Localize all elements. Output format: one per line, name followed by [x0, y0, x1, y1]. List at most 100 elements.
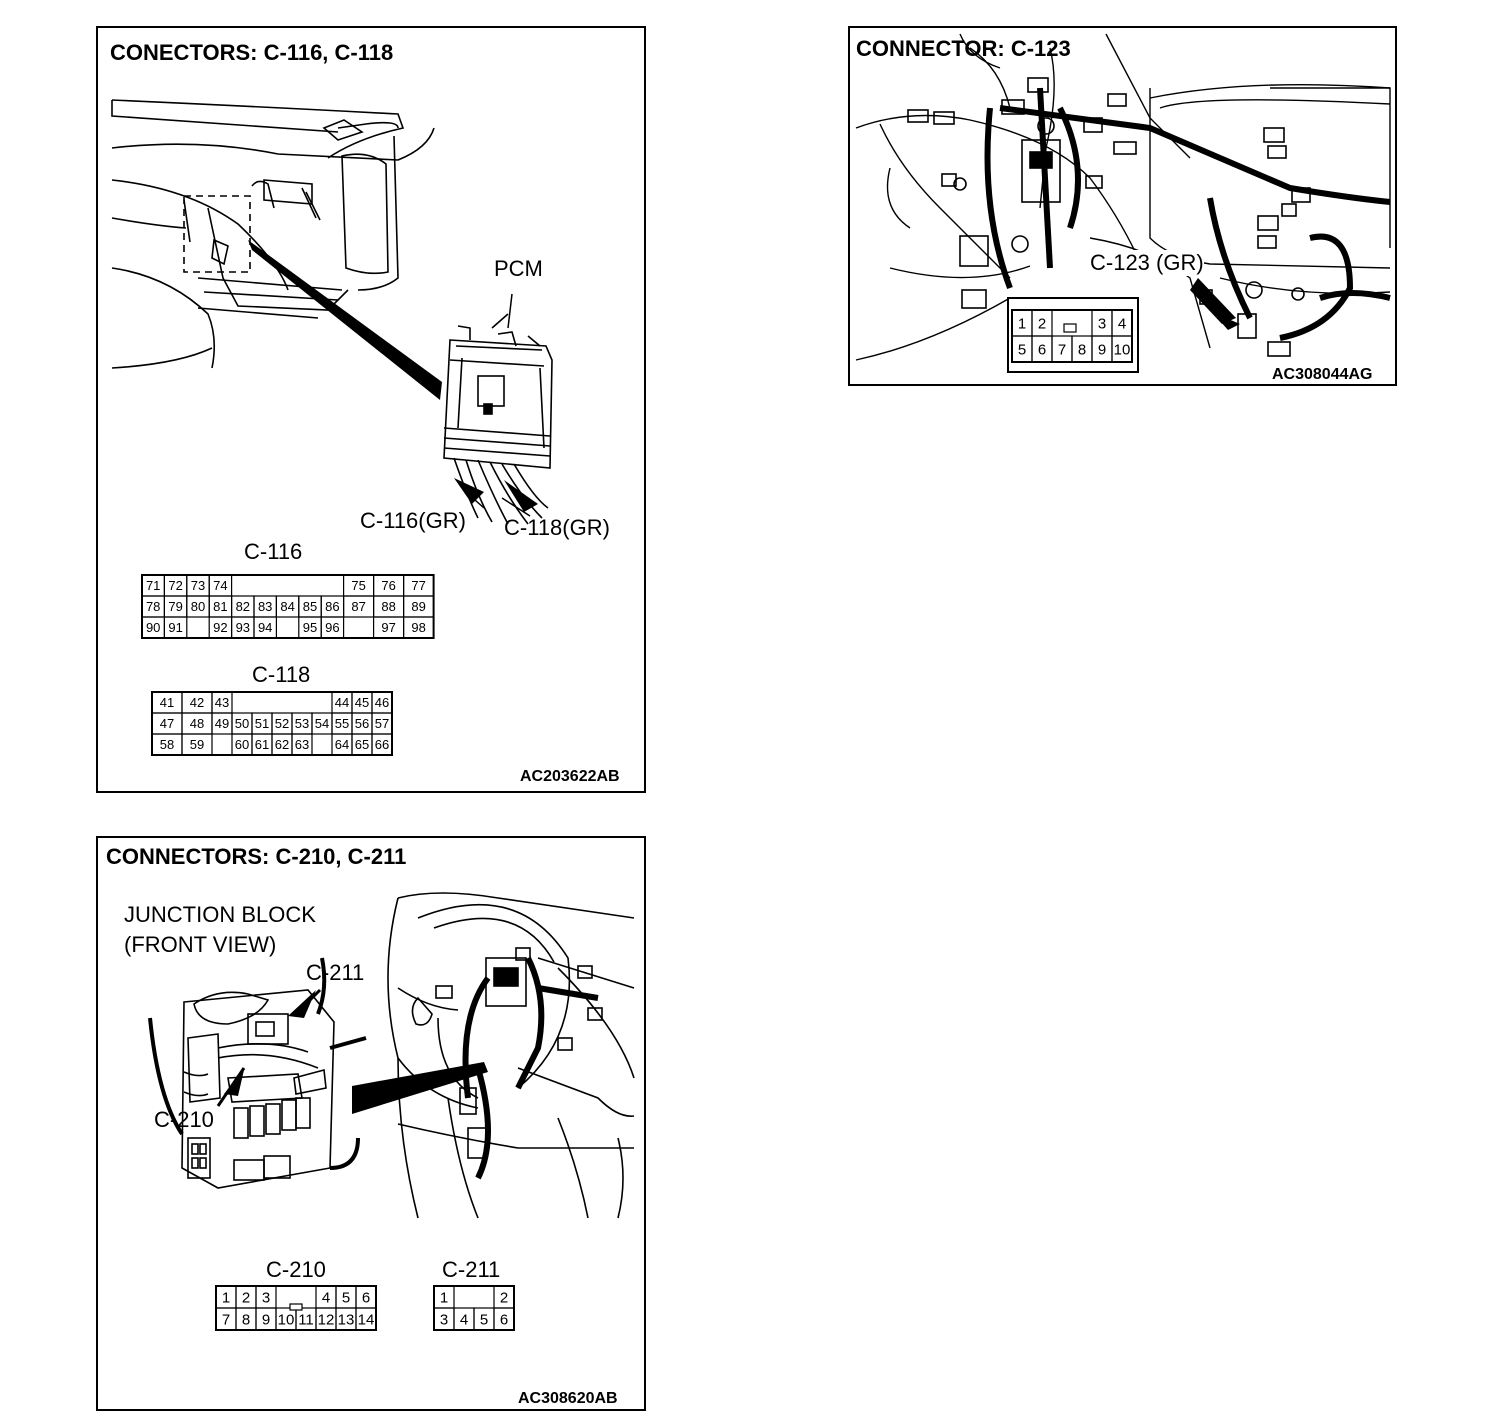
- c210-callout: C-210: [154, 1107, 214, 1132]
- pin-number: 86: [325, 599, 339, 614]
- pin-number: 10: [278, 1311, 295, 1328]
- pin-number: 81: [213, 599, 227, 614]
- panel-title: CONECTORS: C-116, C-118: [110, 40, 394, 65]
- pin-number: 78: [146, 599, 160, 614]
- pin-number: 3: [262, 1289, 270, 1306]
- pin-number: 43: [215, 695, 229, 710]
- pin-number: 79: [168, 599, 182, 614]
- pin-number: 42: [190, 695, 204, 710]
- pin-number: 2: [500, 1289, 508, 1306]
- pin-number: 41: [160, 695, 174, 710]
- c116-callout: C-116(GR): [360, 508, 466, 533]
- pin-number: 8: [242, 1311, 250, 1328]
- pin-number: 90: [146, 620, 160, 635]
- pin-cell: [291, 733, 313, 756]
- pin-number: 65: [355, 737, 369, 752]
- pin-number: 4: [322, 1289, 330, 1306]
- pin-number: 52: [275, 716, 289, 731]
- pin-number: 51: [255, 716, 269, 731]
- pin-number: 13: [338, 1311, 355, 1328]
- pcm-label: PCM: [494, 256, 543, 281]
- pin-number: 72: [168, 578, 182, 593]
- pin-number: 66: [375, 737, 389, 752]
- pin-number: 73: [191, 578, 205, 593]
- pin-number: 64: [335, 737, 349, 752]
- pin-number: 87: [351, 599, 365, 614]
- pin-number: 3: [440, 1311, 448, 1328]
- pin-cell: [181, 733, 213, 756]
- pin-number: 55: [335, 716, 349, 731]
- pin-number: 6: [1038, 341, 1046, 358]
- pin-number: 2: [1038, 315, 1046, 332]
- c211-callout: C-211: [306, 960, 365, 985]
- panel-title: CONNECTORS: C-210, C-211: [106, 844, 407, 869]
- pin-number: 48: [190, 716, 204, 731]
- pin-number: 83: [258, 599, 272, 614]
- pin-number: 10: [1114, 341, 1131, 358]
- pin-cell: [163, 616, 188, 639]
- pcm-location-illustration: [111, 99, 553, 525]
- pin-number: 7: [222, 1311, 230, 1328]
- c210-label: C-210: [266, 1257, 326, 1282]
- pin-number: 1: [222, 1289, 230, 1306]
- pin-number: 47: [160, 716, 174, 731]
- pin-number: 8: [1078, 341, 1086, 358]
- c118-callout: C-118(GR): [504, 515, 610, 540]
- pin-number: 71: [146, 578, 160, 593]
- pin-number: 60: [235, 737, 249, 752]
- pin-number: 94: [258, 620, 272, 635]
- pin-number: 12: [318, 1311, 335, 1328]
- pin-number: 88: [381, 599, 395, 614]
- figure-code: AC308620AB: [518, 1390, 618, 1407]
- panel-c123: CONNECTOR: C-123: [848, 26, 1397, 386]
- pin-number: 91: [168, 620, 182, 635]
- pin-number: 2: [242, 1289, 250, 1306]
- pin-number: 85: [303, 599, 317, 614]
- pin-number: 6: [500, 1311, 508, 1328]
- pin-number: 77: [411, 578, 425, 593]
- pin-cell: [403, 616, 435, 639]
- pin-number: 84: [280, 599, 294, 614]
- pin-number: 11: [298, 1311, 314, 1328]
- pin-number: 74: [213, 578, 227, 593]
- pin-number: 93: [236, 620, 250, 635]
- pin-number: 6: [362, 1289, 370, 1306]
- pin-number: 92: [213, 620, 227, 635]
- pin-number: 61: [255, 737, 269, 752]
- pin-number: 62: [275, 737, 289, 752]
- connector-key: [1063, 323, 1077, 333]
- pin-cell: [253, 616, 277, 639]
- pin-number: 3: [1098, 315, 1106, 332]
- junction-block-view-label: (FRONT VIEW): [124, 932, 277, 957]
- pin-number: 57: [375, 716, 389, 731]
- junction-block-illustration: [148, 892, 635, 1219]
- pin-number: 1: [440, 1289, 448, 1306]
- pin-number: 5: [1018, 341, 1026, 358]
- pin-number: 97: [381, 620, 395, 635]
- pin-cell: [355, 1307, 377, 1331]
- pin-number: 4: [460, 1311, 468, 1328]
- pin-number: 44: [335, 695, 349, 710]
- pin-number: 1: [1018, 315, 1026, 332]
- c118-label: C-118: [252, 662, 311, 687]
- pin-number: 76: [381, 578, 395, 593]
- pin-number: 89: [411, 599, 425, 614]
- pin-number: 5: [480, 1311, 488, 1328]
- c123-callout: C-123 (GR): [1090, 250, 1204, 276]
- figure-code: AC203622AB: [520, 768, 620, 785]
- pin-number: 96: [325, 620, 339, 635]
- pin-number: 75: [351, 578, 365, 593]
- c211-label: C-211: [442, 1257, 501, 1282]
- pin-cell: [1111, 335, 1133, 363]
- pin-number: 53: [295, 716, 309, 731]
- connector-key: [289, 1303, 303, 1311]
- pin-number: 50: [235, 716, 249, 731]
- pin-number: 46: [375, 695, 389, 710]
- pin-number: 9: [1098, 341, 1106, 358]
- pin-number: 59: [190, 737, 204, 752]
- pin-cell: [371, 733, 393, 756]
